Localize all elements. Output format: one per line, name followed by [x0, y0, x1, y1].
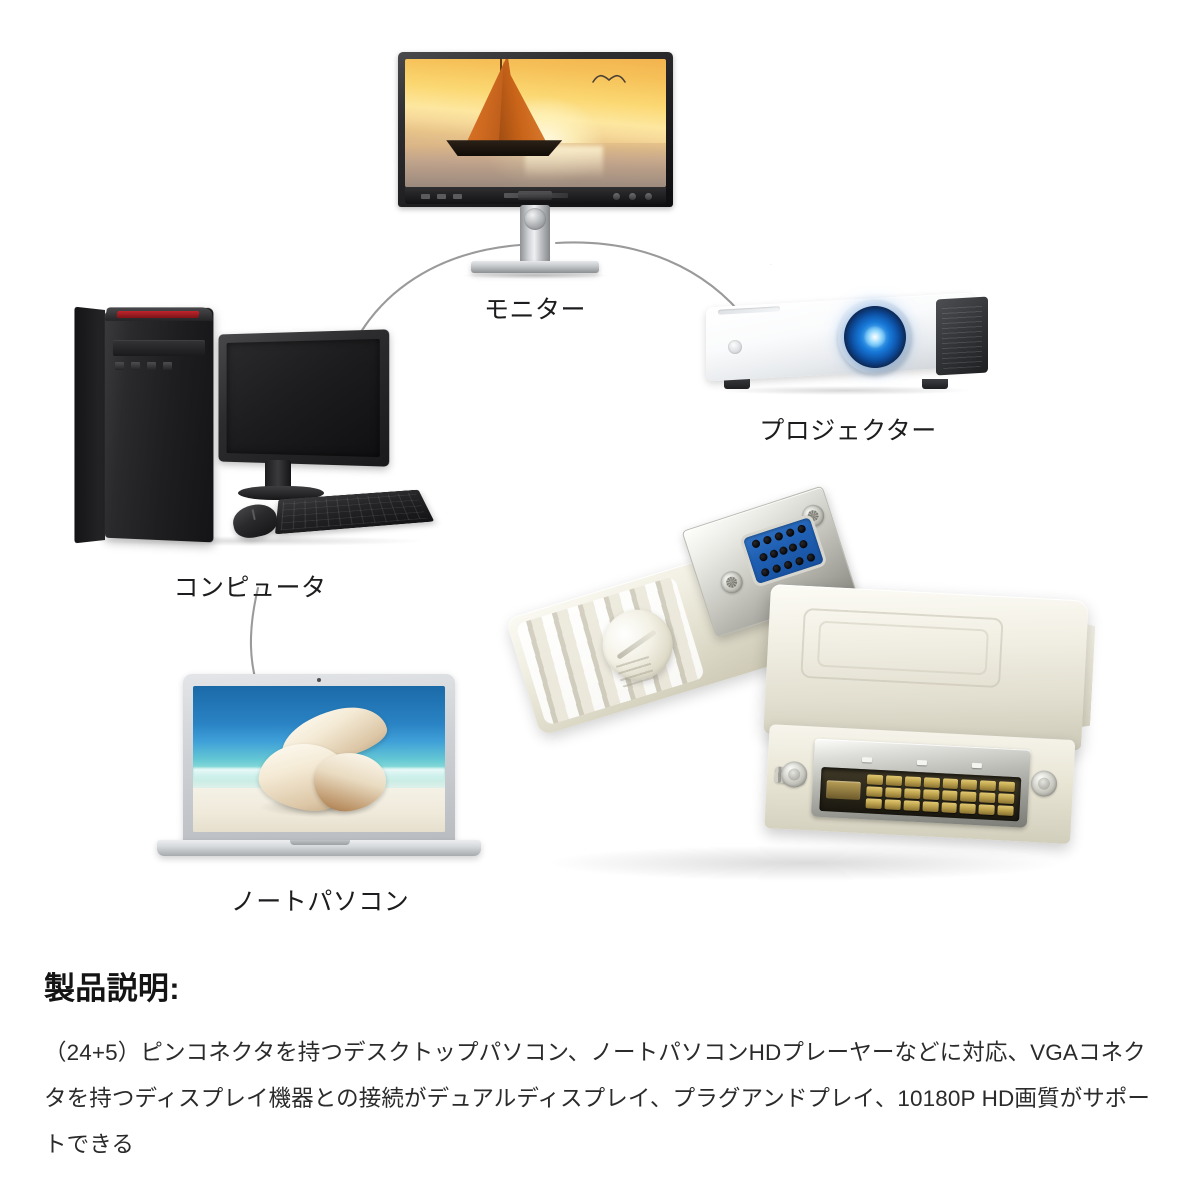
device-computer: コンピュータ	[60, 300, 440, 604]
adapter-product-photo	[505, 485, 1125, 915]
monitor-stand-hinge	[524, 208, 546, 230]
laptop-open-notch	[290, 840, 350, 845]
dvi-metal-shield	[810, 738, 1031, 828]
tower-front-ports[interactable]	[114, 362, 172, 370]
device-projector: プロジェクター	[688, 264, 1008, 447]
description-body: （24+5）ピンコネクタを持つデスクトップパソコン、ノートパソコンHDプレーヤー…	[44, 1040, 1151, 1158]
laptop-webcam	[317, 678, 321, 682]
device-label-computer: コンピュータ	[173, 574, 327, 602]
computer-shadow	[92, 536, 423, 546]
vga-jackscrew-left	[717, 568, 746, 597]
monitor-bezel	[397, 52, 673, 207]
device-monitor: モニター	[390, 52, 680, 326]
tower-accent-bar	[116, 311, 199, 318]
monitor-screen	[404, 59, 666, 187]
laptop-icon	[155, 668, 485, 868]
projector-foot-right	[922, 379, 948, 389]
dvi-flat-blade-pin	[825, 780, 861, 800]
seagull-icon	[592, 75, 627, 83]
tower-optical-bay	[112, 340, 205, 356]
dvi-pin-grid	[865, 774, 1016, 817]
projector-foot-left	[724, 379, 750, 389]
dvi-pin-cavity	[819, 766, 1022, 822]
monitor-brand-bar	[404, 187, 666, 204]
device-laptop: ノートパソコン	[150, 668, 490, 918]
monitor-left-controls[interactable]	[420, 194, 462, 199]
computer-monitor	[217, 329, 389, 467]
computer-monitor-screen	[226, 338, 380, 458]
device-label-laptop: ノートパソコン	[230, 888, 410, 916]
laptop-screen	[193, 686, 445, 832]
laptop-lid	[183, 674, 455, 846]
projector-focus-dial[interactable]	[728, 340, 742, 354]
dvi-screw-right	[1030, 769, 1058, 798]
dvi-face-plate	[764, 724, 1076, 845]
computer-monitor-neck	[264, 460, 291, 490]
product-description-section: 製品説明: （24+5）ピンコネクタを持つデスクトップパソコン、ノートパソコンH…	[44, 963, 1156, 1168]
computer-monitor-base	[237, 486, 324, 500]
description-heading: 製品説明:	[44, 971, 180, 1006]
projector-shadow	[720, 386, 970, 395]
sailboat-hull	[446, 140, 563, 157]
vga-female-port	[738, 513, 828, 589]
monitor-icon	[397, 52, 673, 282]
projector-vent	[936, 296, 988, 376]
dvi-adapter-unit	[755, 584, 1120, 902]
monitor-buttons[interactable]	[612, 193, 652, 200]
monitor-logo	[518, 191, 552, 200]
adapter-shadow	[545, 845, 1065, 881]
projector-antenna	[769, 264, 773, 265]
tower-side-panel	[73, 306, 105, 544]
monitor-shadow	[460, 272, 610, 279]
connection-diagram: モニター プロジェクター	[0, 0, 1200, 950]
laptop-base	[157, 840, 481, 856]
projector-icon	[698, 264, 998, 397]
projector-lens	[844, 306, 906, 368]
desktop-computer-icon	[73, 300, 434, 550]
device-label-projector: プロジェクター	[759, 417, 937, 445]
monitor-stand-base	[471, 261, 599, 273]
device-label-monitor: モニター	[483, 296, 586, 324]
dvi-screw-left	[780, 760, 808, 789]
